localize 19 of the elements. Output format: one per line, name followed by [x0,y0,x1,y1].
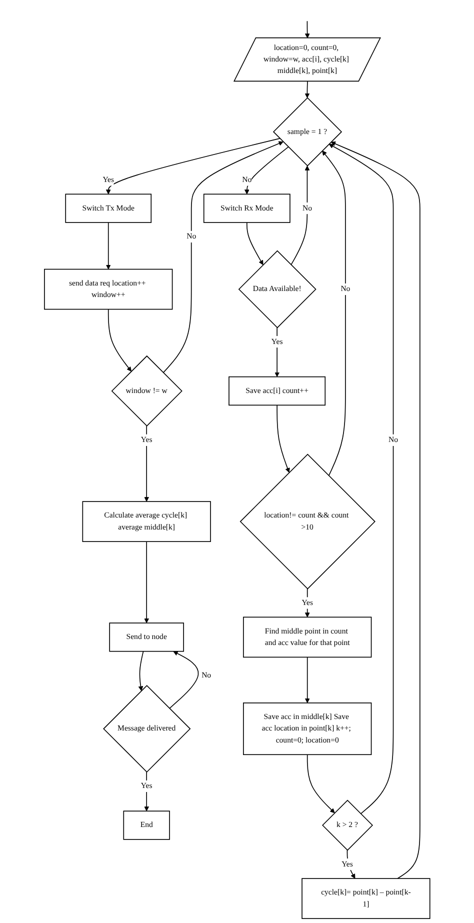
arrow [168,651,199,709]
arrow [276,404,290,473]
arrow [106,222,111,270]
arrow [144,541,149,624]
arrow [106,138,280,194]
arrow [304,656,310,704]
arrow [304,20,310,38]
arrow [138,650,144,691]
arrow [244,146,289,194]
arrow [290,166,310,266]
arrow [322,150,346,476]
arrow [306,754,335,814]
arrow [246,222,264,266]
arrow [328,144,394,814]
arrow [108,308,132,372]
arrow [162,141,284,374]
arrow [304,81,310,98]
arrow [144,426,149,502]
arrow [144,772,149,812]
